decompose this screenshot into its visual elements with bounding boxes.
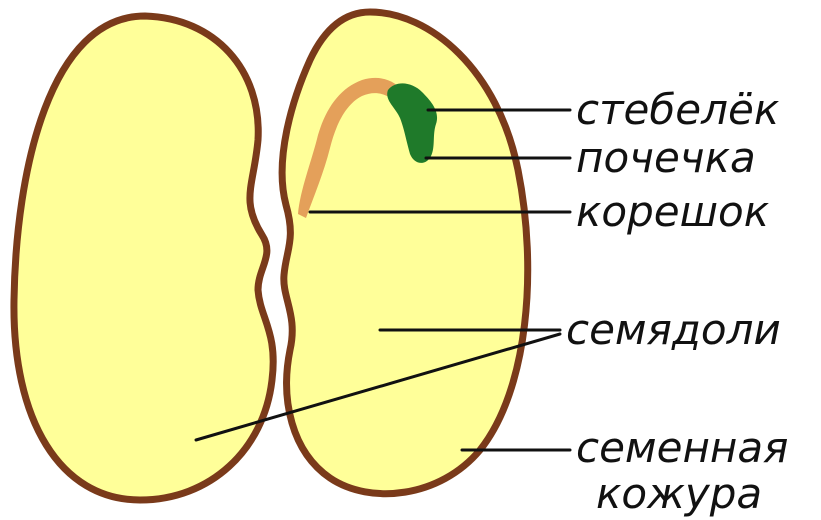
label-seed-coat-line1: семенная — [576, 423, 788, 472]
label-stem: стебелёк — [576, 85, 780, 134]
label-cotyledons: семядоли — [566, 305, 781, 354]
label-root: корешок — [576, 187, 770, 236]
label-bud: почечка — [576, 133, 756, 182]
label-seed-coat-line2: кожура — [596, 469, 762, 518]
